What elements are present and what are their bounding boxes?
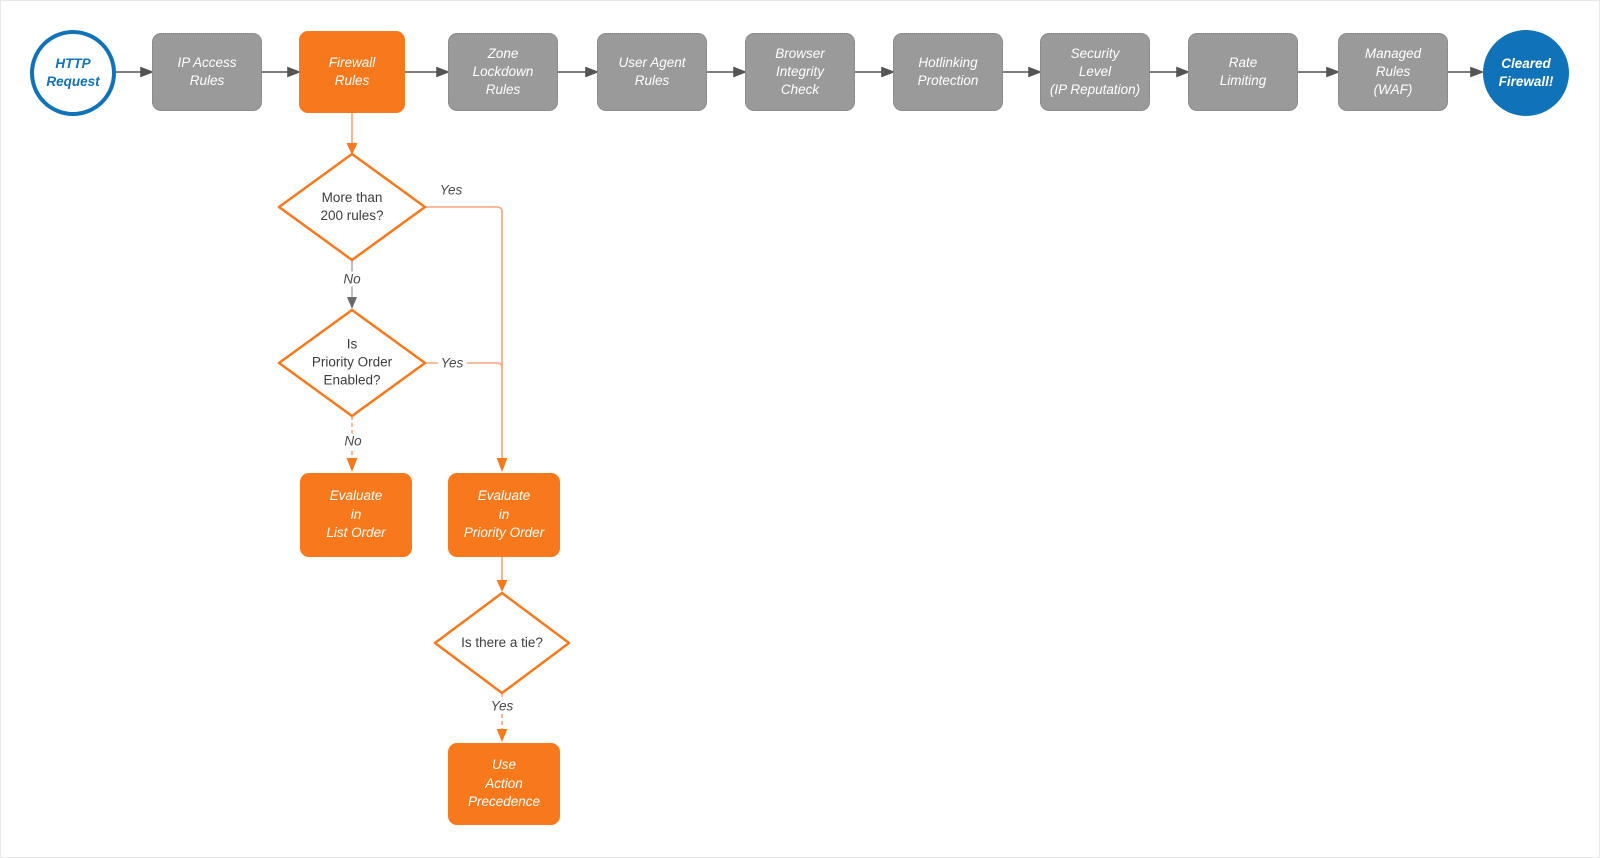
edge-start-to-ip-access	[116, 66, 155, 78]
action-evaluate-in-list-order: Evaluate in List Order	[300, 473, 412, 557]
action-use-action-precedence: Use Action Precedence	[448, 743, 560, 825]
decision-priority-order-enabled-label: Is Priority Order Enabled?	[311, 336, 393, 389]
edge-firewall-to-zone-lockdown	[405, 66, 451, 78]
stage-browser-integrity-check: Browser Integrity Check	[745, 33, 855, 111]
decision-more-than-200-rules	[277, 152, 427, 262]
decision-priority-order-enabled	[277, 308, 427, 418]
action-evaluate-in-priority-order: Evaluate in Priority Order	[448, 473, 560, 557]
edge-zone-lockdown-to-user-agent	[558, 66, 600, 78]
edge-label-yes-priority-enabled: Yes	[437, 355, 467, 371]
edge-security-level-to-rate-limiting	[1150, 66, 1191, 78]
edge-label-no-priority-enabled: No	[341, 433, 365, 449]
edge-rate-limiting-to-managed-rules	[1298, 66, 1341, 78]
end-node-cleared-firewall: Cleared Firewall!	[1483, 30, 1569, 116]
stage-hotlinking-protection: Hotlinking Protection	[893, 33, 1003, 111]
edge-label-yes-tie: Yes	[487, 698, 517, 714]
edge-label-no-200-rules: No	[340, 271, 364, 287]
stage-security-level: Security Level (IP Reputation)	[1040, 33, 1150, 111]
stage-managed-rules-waf: Managed Rules (WAF)	[1338, 33, 1448, 111]
edge-firewall-to-decision-200-rules	[346, 112, 358, 155]
stage-rate-limiting: Rate Limiting	[1188, 33, 1298, 111]
edge-label-yes-200-rules: Yes	[436, 182, 466, 198]
edge-decision-200-rules-yes-to-priority-order-box	[425, 206, 508, 472]
stage-zone-lockdown-rules: Zone Lockdown Rules	[448, 33, 558, 111]
decision-is-there-a-tie-label: Is there a tie?	[461, 634, 543, 650]
edge-decision-priority-enabled-yes-join	[425, 362, 503, 369]
edge-hotlinking-to-security-level	[1003, 66, 1043, 78]
stage-firewall-rules: Firewall Rules	[299, 31, 405, 113]
edge-priority-order-box-to-decision-tie	[496, 557, 508, 592]
decision-is-there-a-tie	[433, 591, 571, 695]
edge-user-agent-to-browser-integrity	[707, 66, 748, 78]
decision-more-than-200-rules-label: More than 200 rules?	[320, 189, 384, 223]
edge-ip-access-to-firewall	[262, 66, 302, 78]
stage-user-agent-rules: User Agent Rules	[597, 33, 707, 111]
start-node-http-request: HTTP Request	[30, 30, 116, 116]
edge-browser-integrity-to-hotlinking	[855, 66, 896, 78]
stage-ip-access-rules: IP Access Rules	[152, 33, 262, 111]
edge-managed-rules-to-end	[1448, 66, 1485, 78]
